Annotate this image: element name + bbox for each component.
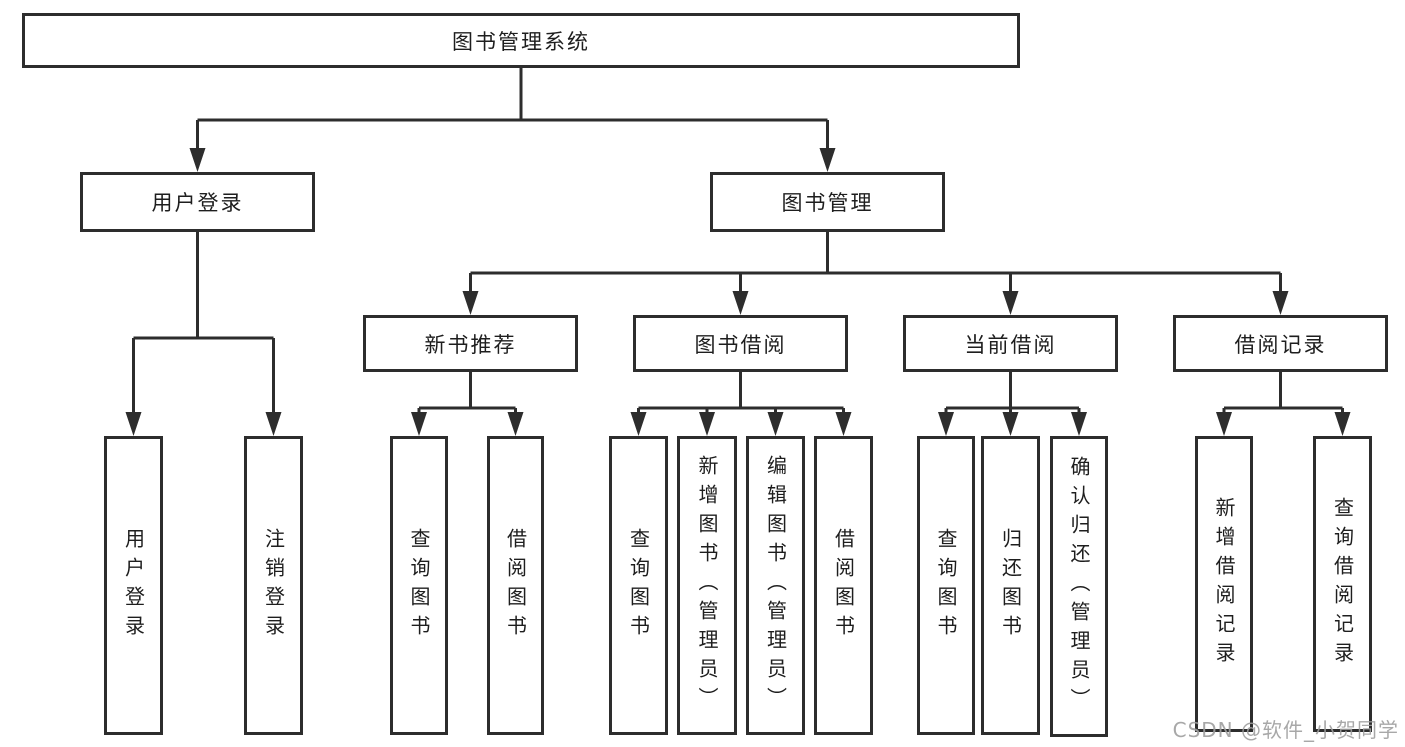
csdn-watermark: CSDN @软件_小贺同学	[1172, 718, 1399, 742]
leaf-borrow-edit-book-admin: 编辑图书（管理员）	[746, 436, 805, 735]
leaf-current-return-book: 归还图书	[981, 436, 1040, 735]
node-root: 图书管理系统	[22, 13, 1020, 68]
arrowhead	[630, 412, 647, 436]
arrowhead	[265, 412, 282, 436]
arrowhead	[1002, 412, 1019, 436]
connector-book-borrow	[630, 372, 852, 436]
leaf-current-query-book: 查询图书	[917, 436, 975, 735]
arrowhead	[819, 148, 836, 172]
connector-new-book-recommend	[411, 372, 524, 436]
arrowhead	[835, 412, 852, 436]
leaf-borrow-add-book-admin: 新增图书（管理员）	[677, 436, 737, 735]
arrowhead	[125, 412, 142, 436]
connector-borrow-record	[1216, 372, 1351, 436]
node-book-borrow: 图书借阅	[633, 315, 848, 372]
arrowhead	[732, 291, 749, 315]
leaf-user-login: 用户登录	[104, 436, 163, 735]
arrowhead	[1216, 412, 1232, 436]
leaf-newbook-query-book: 查询图书	[390, 436, 448, 735]
arrowhead	[189, 148, 206, 172]
arrowhead	[507, 412, 524, 436]
node-borrow-record: 借阅记录	[1173, 315, 1388, 372]
node-book-management: 图书管理	[710, 172, 945, 232]
connector-current-borrow	[938, 372, 1087, 436]
connector-root	[189, 68, 836, 172]
arrowhead	[767, 412, 784, 436]
node-new-book-recommend: 新书推荐	[363, 315, 578, 372]
leaf-record-query-record: 查询借阅记录	[1313, 436, 1372, 732]
leaf-newbook-borrow-book: 借阅图书	[487, 436, 544, 735]
arrowhead	[462, 291, 479, 315]
leaf-record-add-record: 新增借阅记录	[1195, 436, 1253, 732]
arrowhead	[699, 412, 715, 436]
arrowhead	[411, 412, 427, 436]
arrowhead	[1071, 412, 1087, 436]
leaf-logout: 注销登录	[244, 436, 303, 735]
connector-user-login	[125, 232, 282, 436]
arrowhead	[938, 412, 954, 436]
connector-book-management	[462, 232, 1289, 315]
node-current-borrow: 当前借阅	[903, 315, 1118, 372]
arrowhead	[1334, 412, 1351, 436]
arrowhead	[1002, 291, 1019, 315]
leaf-current-confirm-return-admin: 确认归还（管理员）	[1050, 436, 1108, 737]
arrowhead	[1272, 291, 1289, 315]
leaf-borrow-query-book: 查询图书	[609, 436, 668, 735]
leaf-borrow-borrow-book: 借阅图书	[814, 436, 873, 735]
node-user-login: 用户登录	[80, 172, 315, 232]
